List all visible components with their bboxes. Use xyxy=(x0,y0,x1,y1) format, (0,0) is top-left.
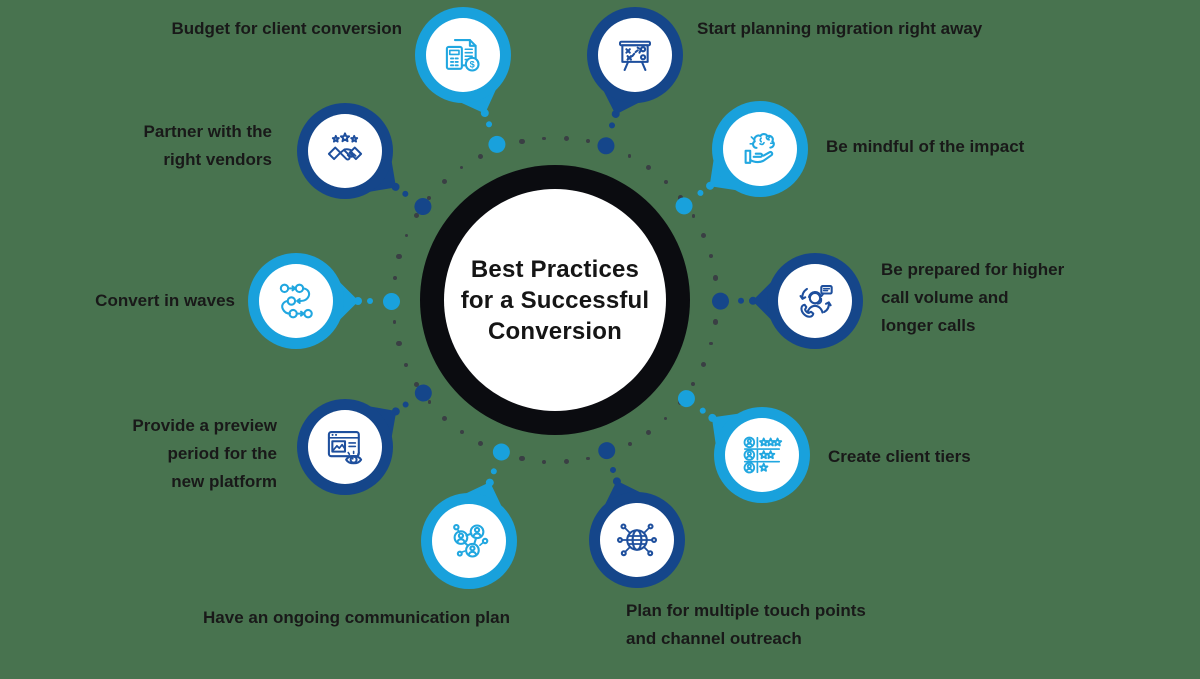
ring-dot xyxy=(396,340,402,347)
node-mindful xyxy=(671,101,808,218)
ring-dot xyxy=(585,139,590,144)
node-preview xyxy=(297,380,435,495)
connector-dot xyxy=(367,298,373,304)
ring-dot xyxy=(712,319,719,325)
handshake-stars-icon xyxy=(327,132,363,161)
node-planning xyxy=(587,7,683,157)
ring-dot xyxy=(701,232,707,238)
node-vendors xyxy=(297,103,435,218)
ring-dot xyxy=(663,416,668,421)
node-tiers xyxy=(674,386,810,503)
ring-dot xyxy=(392,275,397,280)
ring-dot xyxy=(586,456,590,461)
ring-dot xyxy=(645,165,651,171)
node-touchpoints-label: Plan for multiple touch points and chann… xyxy=(626,601,866,648)
node-touchpoints xyxy=(589,439,685,588)
ring-dot xyxy=(477,153,483,159)
node-planning-label: Start planning migration right away xyxy=(697,19,983,38)
ring-dot xyxy=(427,400,432,404)
ring-dot xyxy=(404,233,409,238)
brain-in-hand-icon xyxy=(744,133,775,164)
node-preview-label: Provide a preview period for the new pla… xyxy=(132,416,277,491)
ring-dot xyxy=(404,362,409,367)
ring-dot xyxy=(712,275,719,281)
ring-dot xyxy=(691,214,696,218)
ring-dot xyxy=(563,459,569,465)
globe-network-icon xyxy=(616,523,658,557)
connector-dot-large xyxy=(711,292,729,310)
ring-dot xyxy=(701,362,707,368)
node-budget: $ xyxy=(415,7,511,155)
ring-dot xyxy=(459,430,464,435)
hub-title: Best Practices for a Successful Conversi… xyxy=(460,255,650,345)
ring-dot xyxy=(459,165,464,170)
node-waves-label: Convert in waves xyxy=(95,291,235,310)
ring-dot xyxy=(441,415,448,422)
ring-dot xyxy=(627,441,632,446)
ring-dot xyxy=(627,154,632,158)
ring-dot xyxy=(645,429,651,435)
ring-dot xyxy=(542,136,546,141)
hub-inner-circle: Best Practices for a Successful Conversi… xyxy=(444,189,666,411)
ring-dot xyxy=(477,441,483,447)
svg-text:$: $ xyxy=(470,59,475,69)
ring-dot xyxy=(691,382,696,387)
connector-dot-large xyxy=(382,292,400,310)
node-communication-label: Have an ongoing communication plan xyxy=(203,608,510,627)
hub-circle: Best Practices for a Successful Conversi… xyxy=(420,165,690,435)
ring-dot xyxy=(396,253,402,260)
ring-dot xyxy=(414,381,420,387)
call-center-agent-icon xyxy=(799,285,833,318)
connector-dot xyxy=(737,297,745,304)
ring-dot xyxy=(427,195,432,200)
ring-dot xyxy=(519,138,525,145)
ring-dot xyxy=(392,320,397,324)
strategy-board-icon xyxy=(619,40,651,71)
node-tiers-label: Create client tiers xyxy=(828,447,971,466)
calculator-document-coin-icon: $ xyxy=(445,39,480,72)
ring-dot xyxy=(519,455,525,462)
ring-dot xyxy=(563,135,569,141)
ring-dot xyxy=(441,178,448,185)
browser-eye-preview-icon xyxy=(327,431,363,465)
node-communication xyxy=(421,440,517,589)
node-budget-label: Budget for client conversion xyxy=(171,19,402,38)
node-call-volume xyxy=(711,253,863,349)
node-mindful-label: Be mindful of the impact xyxy=(826,137,1025,156)
ring-dot xyxy=(663,179,668,184)
people-network-icon xyxy=(453,523,489,558)
ring-dot xyxy=(414,213,420,219)
ring-dot xyxy=(708,254,713,259)
connector-dot xyxy=(354,297,362,305)
node-call-volume-label: Be prepared for higher call volume and l… xyxy=(881,260,1065,335)
ring-dot xyxy=(709,341,713,346)
staged-flow-icon xyxy=(279,283,313,319)
ring-dot xyxy=(541,459,546,464)
node-waves xyxy=(248,253,400,349)
client-rating-tiers-icon xyxy=(743,436,783,474)
node-vendors-label: Partner with the right vendors xyxy=(143,122,272,169)
